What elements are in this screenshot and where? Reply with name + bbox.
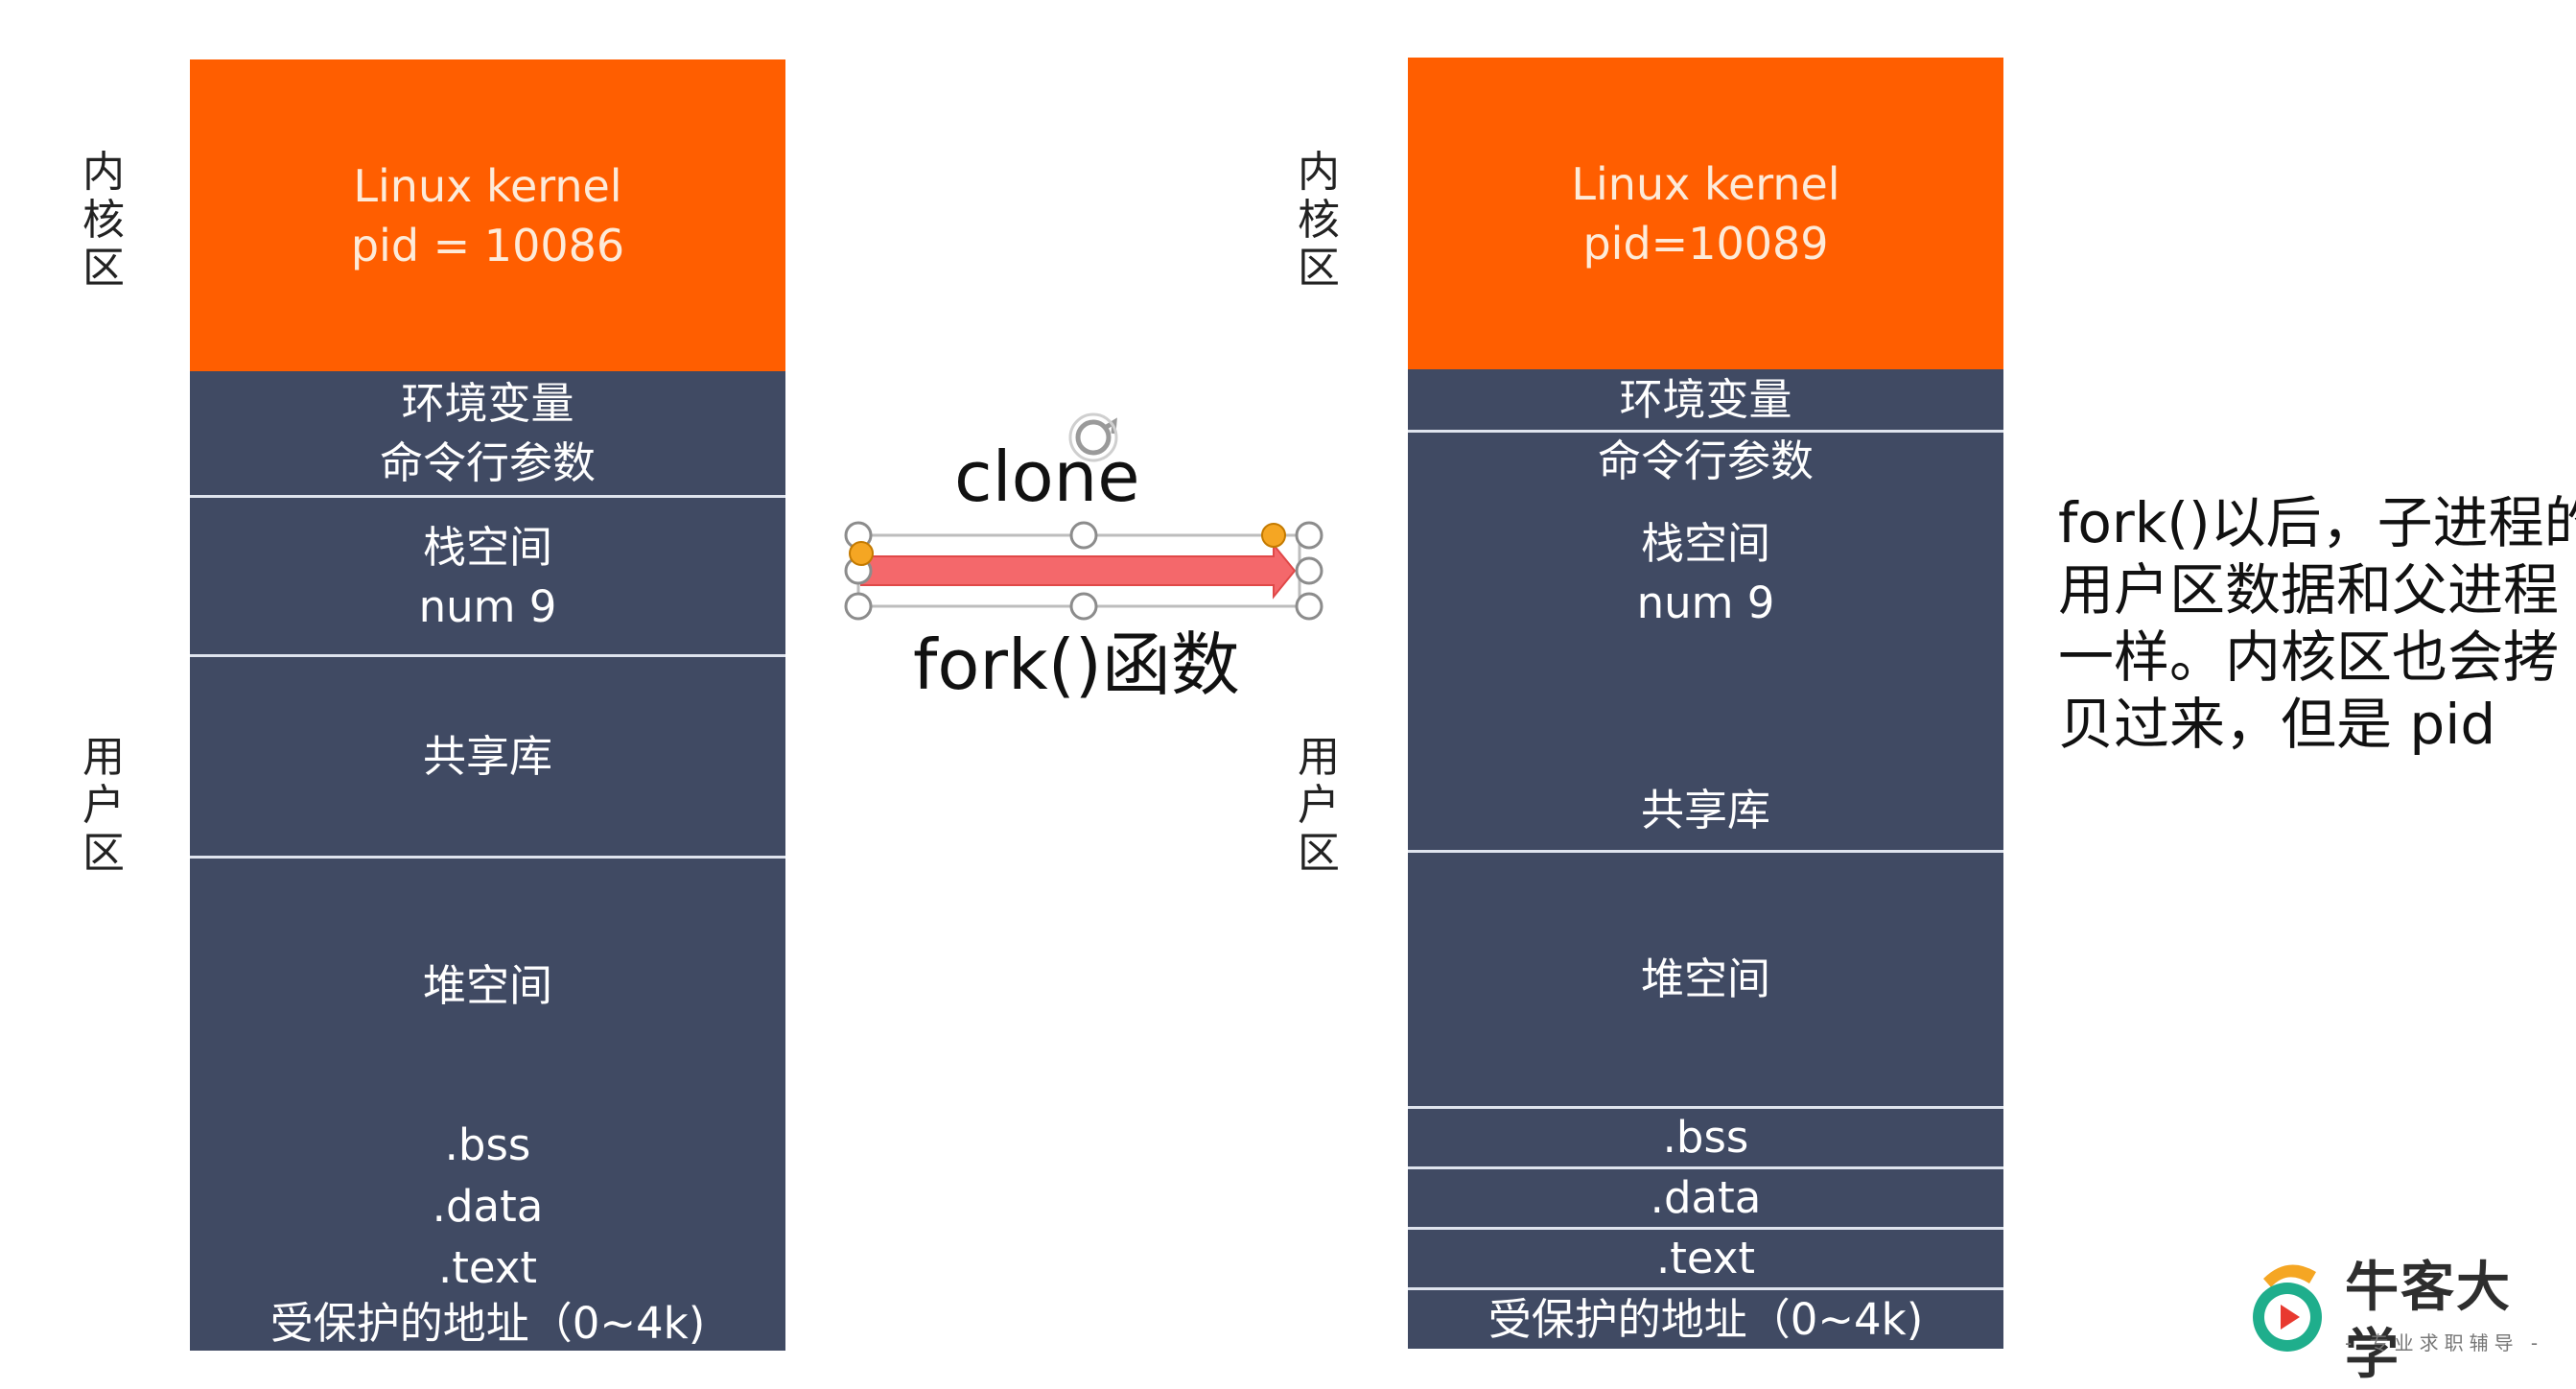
text-segment: .text bbox=[1408, 1230, 2003, 1287]
fork-function-label: fork()函数 bbox=[913, 624, 1240, 705]
stack-label: 栈空间 bbox=[1640, 517, 1770, 569]
protected-segment: 受保护的地址（0~4k) bbox=[190, 1297, 785, 1351]
shared-lib-segment: 共享库 bbox=[190, 657, 785, 856]
label-char: 区 bbox=[82, 244, 125, 293]
child-kernel-segment: Linux kernel pid=10089 bbox=[1408, 58, 2003, 369]
divider bbox=[1408, 1287, 2003, 1290]
left-kernel-label: 内核区 bbox=[75, 149, 132, 293]
parent-kernel-segment: Linux kernel pid = 10086 bbox=[190, 59, 785, 371]
text-segment: .text bbox=[190, 1237, 785, 1299]
parent-pid: pid = 10086 bbox=[350, 219, 625, 271]
label-char: 核 bbox=[1298, 196, 1340, 245]
logo-tagline: - 专业求职辅导 - bbox=[2345, 1331, 2544, 1354]
label-char: 户 bbox=[82, 781, 125, 830]
note-line: 贝过来，但是 pid bbox=[2058, 692, 2496, 757]
label-char: 内 bbox=[82, 148, 125, 197]
fork-arrow[interactable] bbox=[834, 403, 1333, 633]
bss-label: .bss bbox=[1662, 1112, 1749, 1163]
label-char: 用 bbox=[1298, 733, 1340, 782]
stack-var: num 9 bbox=[418, 580, 557, 632]
data-segment: .data bbox=[1408, 1169, 2003, 1227]
divider bbox=[190, 856, 785, 859]
shared-lib-label: 共享库 bbox=[1640, 785, 1770, 836]
divider bbox=[1408, 430, 2003, 433]
child-memory-layout: Linux kernel pid=10089 环境变量 命令行参数 栈空间 nu… bbox=[1408, 58, 2003, 1349]
label-char: 户 bbox=[1298, 781, 1340, 830]
label-char: 区 bbox=[1298, 244, 1340, 293]
heap-segment: 堆空间 bbox=[1408, 853, 2003, 1106]
left-user-label: 用户区 bbox=[75, 734, 132, 878]
right-kernel-label: 内核区 bbox=[1290, 149, 1347, 293]
env-segment: 环境变量 bbox=[1408, 369, 2003, 430]
resize-handles[interactable] bbox=[844, 521, 1323, 621]
logo-name: 牛客大学 bbox=[2345, 1257, 2512, 1386]
stack-segment: 栈空间 num 9 bbox=[1408, 494, 2003, 652]
adjust-handles[interactable] bbox=[849, 523, 1286, 566]
divider bbox=[1408, 1166, 2003, 1169]
stack-segment: 栈空间 num 9 bbox=[190, 498, 785, 656]
divider bbox=[1408, 1106, 2003, 1109]
rotate-handle-icon[interactable] bbox=[1068, 412, 1118, 462]
logo-icon bbox=[2253, 1264, 2322, 1352]
child-pid: pid=10089 bbox=[1582, 217, 1829, 270]
args-segment: 命令行参数 bbox=[1408, 433, 2003, 490]
args-label: 命令行参数 bbox=[379, 437, 596, 488]
heap-label: 堆空间 bbox=[422, 959, 552, 1011]
data-label: .data bbox=[432, 1181, 544, 1232]
args-label: 命令行参数 bbox=[1597, 436, 1814, 486]
env-label: 环境变量 bbox=[401, 378, 574, 429]
label-char: 核 bbox=[82, 196, 125, 245]
text-label: .text bbox=[1655, 1233, 1756, 1283]
right-user-label: 用户区 bbox=[1290, 734, 1347, 878]
shared-lib-label: 共享库 bbox=[422, 730, 552, 782]
divider bbox=[1408, 1227, 2003, 1230]
label-char: 用 bbox=[82, 733, 125, 782]
protected-segment: 受保护的地址（0~4k) bbox=[1408, 1290, 2003, 1349]
stack-var: num 9 bbox=[1636, 577, 1775, 628]
note-line: 用户区数据和父进程 bbox=[2058, 557, 2560, 623]
stack-label: 栈空间 bbox=[422, 521, 552, 573]
data-segment: .data bbox=[190, 1176, 785, 1237]
label-char: 区 bbox=[1298, 829, 1340, 878]
heap-segment: 堆空间 bbox=[190, 859, 785, 1113]
nowcoder-university-logo: 牛客大学 - 专业求职辅导 - bbox=[2235, 1255, 2561, 1386]
label-char: 区 bbox=[82, 829, 125, 878]
bss-label: .bss bbox=[444, 1119, 531, 1170]
text-label: .text bbox=[437, 1242, 538, 1293]
label-char: 内 bbox=[1298, 148, 1340, 197]
divider bbox=[190, 654, 785, 657]
heap-label: 堆空间 bbox=[1640, 953, 1770, 1004]
kernel-title: Linux kernel bbox=[1571, 157, 1840, 210]
bss-segment: .bss bbox=[1408, 1109, 2003, 1166]
note-line: 一样。内核区也会拷 bbox=[2058, 624, 2560, 690]
data-label: .data bbox=[1650, 1172, 1762, 1223]
note-line: fork()以后，子进程的 bbox=[2058, 490, 2576, 555]
env-args-segment: 环境变量 命令行参数 bbox=[190, 371, 785, 496]
explanation-note: fork()以后，子进程的 用户区数据和父进程 一样。内核区也会拷 贝过来，但是… bbox=[2058, 489, 2576, 758]
parent-memory-layout: Linux kernel pid = 10086 环境变量 命令行参数 栈空间 … bbox=[190, 59, 785, 1351]
divider bbox=[190, 495, 785, 498]
protected-label: 受保护的地址（0~4k) bbox=[1487, 1293, 1924, 1345]
env-label: 环境变量 bbox=[1619, 373, 1792, 425]
shared-lib-segment: 共享库 bbox=[1408, 729, 2003, 892]
kernel-title: Linux kernel bbox=[353, 159, 622, 212]
divider bbox=[1408, 850, 2003, 853]
protected-label: 受保护的地址（0~4k) bbox=[269, 1298, 706, 1349]
clone-label: clone bbox=[954, 436, 1140, 517]
bss-segment: .bss bbox=[190, 1115, 785, 1176]
